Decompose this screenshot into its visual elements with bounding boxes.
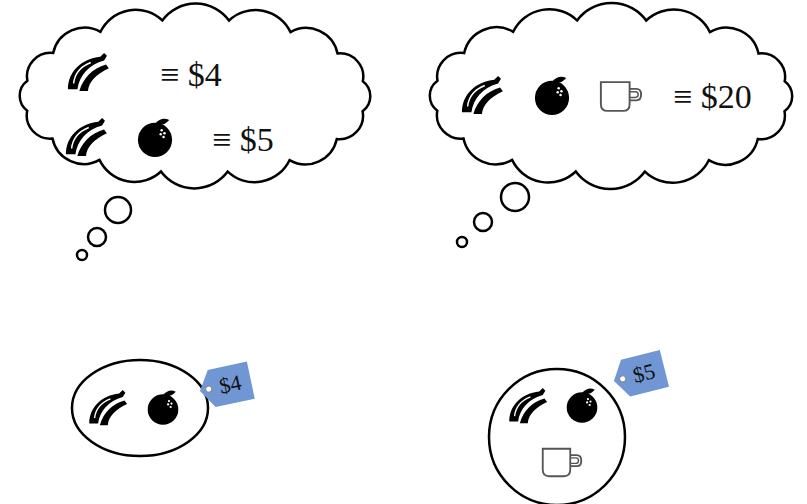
thought-bubble: ≡ $4 ≡ $5: [10, 5, 380, 187]
thought-dot: [457, 237, 467, 247]
tag-body: [196, 362, 255, 410]
price-text: ≡ $5: [212, 121, 274, 158]
cloud-outline-path: [430, 3, 792, 189]
tag-hole: [619, 375, 626, 382]
orange-icon: [567, 389, 598, 423]
thought-dot: [105, 197, 131, 223]
price-line: ≡ $20: [673, 77, 752, 118]
price-line: ≡ $5: [212, 120, 274, 161]
banana-icon: [89, 390, 127, 425]
banana-icon: [66, 118, 107, 156]
thought-dot: [474, 213, 492, 231]
price-tag: $5: [609, 350, 669, 400]
price-text: ≡ $20: [673, 78, 752, 115]
banana-icon: [509, 388, 547, 423]
thought-dot: [77, 250, 87, 260]
banana-icon: [68, 53, 109, 91]
mug-icon: [601, 82, 641, 111]
bundle-outline: [489, 369, 625, 504]
price-text: ≡ $4: [160, 56, 222, 93]
bundle-outline: [72, 360, 208, 456]
orange-icon: [148, 391, 179, 425]
thought-dot: [501, 183, 529, 211]
orange-icon: [138, 119, 172, 157]
mug-icon: [543, 449, 582, 477]
price-line: ≡ $4: [160, 55, 222, 96]
price-tag: $4: [196, 362, 255, 410]
cloud-outline-path: [20, 4, 371, 189]
tag-body: [609, 350, 669, 399]
orange-icon: [535, 77, 569, 115]
thought-bubble: ≡ $20: [420, 5, 802, 187]
banana-icon: [462, 76, 503, 114]
thought-dot: [88, 228, 106, 246]
cloud-outline: [10, 5, 380, 187]
tag-hole: [205, 386, 212, 393]
